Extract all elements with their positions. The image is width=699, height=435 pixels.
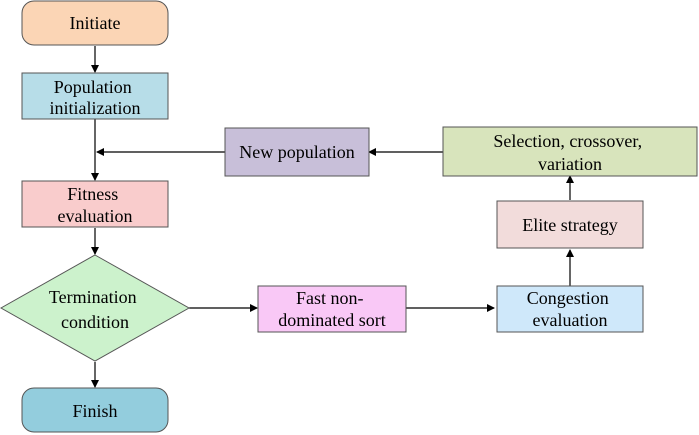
svg-text:Elite strategy: Elite strategy [522, 215, 617, 235]
fast-non-dominated-sort-shape [257, 285, 407, 333]
fast-non-dominated-sort-node: Fast non- dominated sort [257, 285, 407, 333]
fitness-evaluation-label-line-2: evaluation [58, 206, 133, 226]
selection-label-line-1: Selection, crossover, [493, 131, 642, 151]
svg-text:Fitness evaluation: Fitness evaluation [58, 184, 133, 226]
fast-sort-label-line-1: Fast non- [296, 288, 364, 308]
termination-condition-shape [0, 254, 191, 362]
selection-crossover-variation-shape [442, 126, 698, 177]
population-initialization-node: Population initialization [21, 72, 169, 120]
new-population-node: New population [224, 127, 370, 177]
selection-label-line-2: variation [538, 154, 602, 174]
finish-node: Finish [21, 387, 169, 433]
edges [91, 46, 574, 388]
congestion-evaluation-shape [496, 285, 644, 333]
svg-text:Congestion evaluation: Congestion evaluation [527, 288, 614, 330]
termination-condition-label-line-1: Termination [49, 287, 137, 307]
svg-text:Initiate: Initiate [70, 13, 121, 33]
congestion-label-line-2: evaluation [533, 310, 608, 330]
initiate-node: Initiate [21, 0, 169, 46]
svg-text:New population: New population [239, 142, 354, 162]
termination-condition-label-line-2: condition [61, 312, 129, 332]
svg-text:Finish: Finish [72, 401, 117, 421]
fitness-evaluation-label-line-1: Fitness [67, 184, 118, 204]
new-population-shape [224, 127, 370, 177]
svg-text:Termination condition: Termination condition [49, 287, 141, 332]
finish-shape [21, 387, 169, 433]
finish-label: Finish [72, 401, 117, 421]
termination-condition-node: Termination condition [0, 254, 191, 362]
fast-sort-label-line-2: dominated sort [278, 310, 385, 330]
svg-text:Selection, crossover, va: Selection, crossover, variation [493, 131, 646, 174]
selection-crossover-variation-node: Selection, crossover, variation [442, 126, 698, 177]
population-initialization-label-line-2: initialization [50, 98, 141, 118]
population-initialization-shape [21, 72, 169, 120]
fitness-evaluation-node: Fitness evaluation [21, 180, 169, 228]
congestion-label-line-1: Congestion [527, 288, 609, 308]
new-population-label: New population [239, 142, 354, 162]
congestion-evaluation-node: Congestion evaluation [496, 285, 644, 333]
svg-text:Population initializatio: Population initialization [50, 77, 141, 118]
svg-text:Fast non- dominated sort: Fast non- dominated sort [278, 288, 385, 330]
population-initialization-label-line-1: Population [54, 77, 132, 97]
initiate-shape [21, 0, 169, 46]
elite-strategy-shape [496, 200, 644, 249]
initiate-label: Initiate [70, 13, 121, 33]
fitness-evaluation-shape [21, 180, 169, 228]
elite-strategy-node: Elite strategy [496, 200, 644, 249]
elite-strategy-label: Elite strategy [522, 215, 617, 235]
